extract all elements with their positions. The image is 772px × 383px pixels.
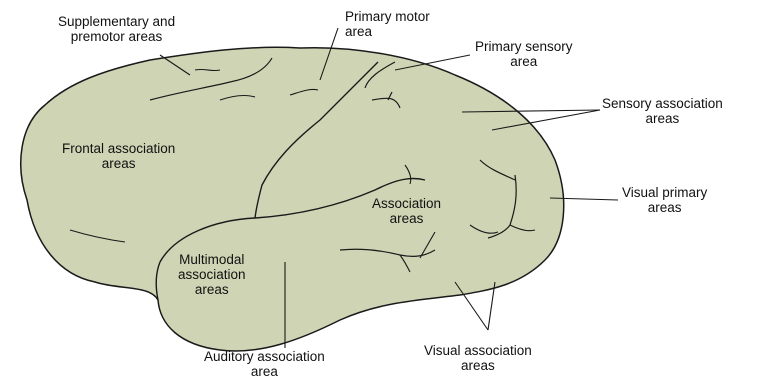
cerebrum-outline <box>21 47 564 351</box>
label-sensory-association: Sensory association areas <box>602 96 723 126</box>
label-primary-motor: Primary motor area <box>345 9 430 39</box>
label-visual-primary: Visual primary areas <box>622 185 707 215</box>
label-frontal-association: Frontal association areas <box>62 141 175 171</box>
label-primary-sensory: Primary sensory area <box>475 39 573 69</box>
label-auditory-association: Auditory association area <box>204 349 325 379</box>
label-multimodal-association: Multimodal association areas <box>178 252 246 297</box>
label-supplementary-premotor: Supplementary and premotor areas <box>58 14 175 44</box>
label-association: Association areas <box>372 196 441 226</box>
label-visual-association: Visual association areas <box>424 343 532 373</box>
